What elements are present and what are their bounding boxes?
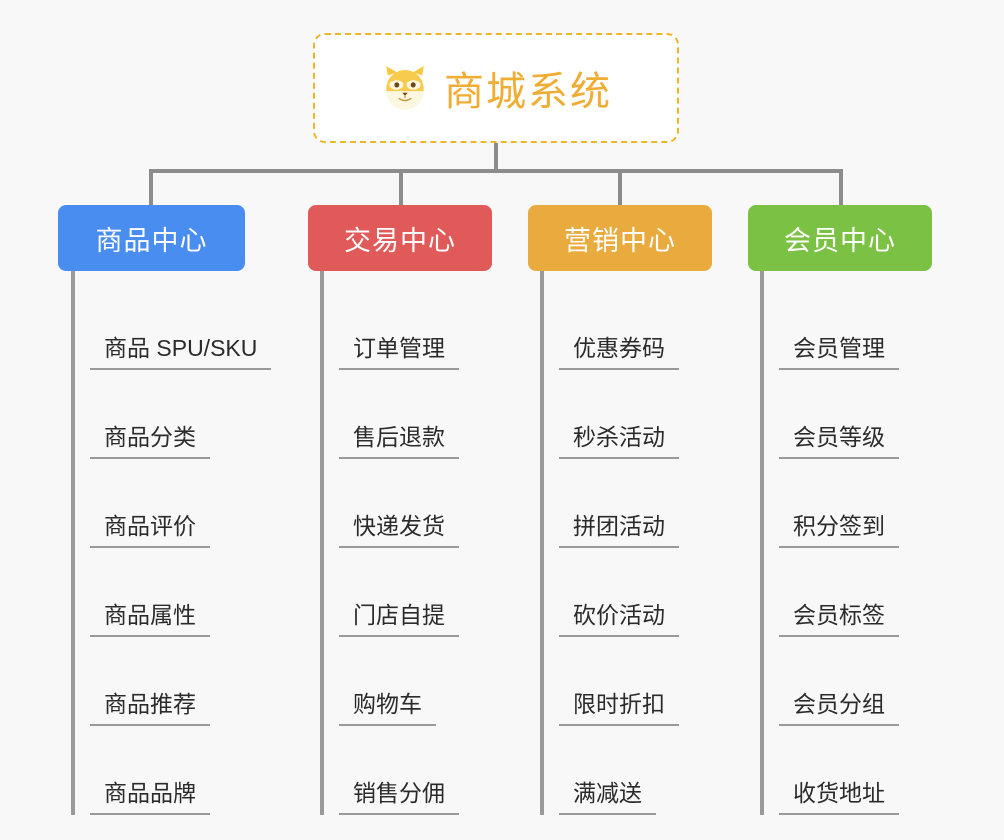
leaf-label: 会员管理: [779, 334, 899, 370]
list-item[interactable]: 积分签到: [779, 459, 935, 548]
leaf-label: 拼团活动: [559, 512, 679, 548]
leaf-label: 满减送: [559, 779, 656, 815]
leaf-label: 会员标签: [779, 601, 899, 637]
connector-drop-product-center: [149, 169, 153, 207]
category-header-member-center[interactable]: 会员中心: [748, 205, 932, 271]
list-item[interactable]: 商品评价: [90, 459, 245, 548]
list-item[interactable]: 销售分佣: [339, 726, 495, 815]
leaf-label: 收货地址: [779, 779, 899, 815]
leaf-label: 商品品牌: [90, 779, 210, 815]
leaf-label: 快递发货: [339, 512, 459, 548]
root-node[interactable]: 商城系统: [313, 33, 679, 143]
list-item[interactable]: 购物车: [339, 637, 495, 726]
list-item[interactable]: 商品品牌: [90, 726, 245, 815]
list-item[interactable]: 砍价活动: [559, 548, 715, 637]
category-header-trade-center[interactable]: 交易中心: [308, 205, 492, 271]
list-item[interactable]: 商品分类: [90, 370, 245, 459]
list-item[interactable]: 快递发货: [339, 459, 495, 548]
category-title: 商品中心: [95, 225, 208, 256]
list-item[interactable]: 秒杀活动: [559, 370, 715, 459]
list-item[interactable]: 商品推荐: [90, 637, 245, 726]
column-trade-center: 交易中心 订单管理 售后退款 快递发货 门店自提 购物车: [308, 205, 495, 815]
category-header-marketing-center[interactable]: 营销中心: [528, 205, 712, 271]
leaf-list-trade-center: 订单管理 售后退款 快递发货 门店自提 购物车 销售分佣: [320, 271, 495, 815]
leaf-label: 会员等级: [779, 423, 899, 459]
leaf-list-marketing-center: 优惠券码 秒杀活动 拼团活动 砍价活动 限时折扣 满减送: [540, 271, 715, 815]
leaf-label: 商品属性: [90, 601, 210, 637]
category-title: 会员中心: [784, 225, 896, 256]
connector-drop-member-center: [839, 169, 843, 207]
column-product-center: 商品中心 商品 SPU/SKU 商品分类 商品评价 商品属性 商品推荐: [58, 205, 272, 815]
list-item[interactable]: 会员管理: [779, 281, 935, 370]
dog-face-icon: [380, 63, 430, 113]
root-title: 商城系统: [444, 70, 612, 114]
leaf-label: 售后退款: [339, 423, 459, 459]
connector-horizontal-bus: [149, 169, 843, 173]
list-item[interactable]: 限时折扣: [559, 637, 715, 726]
list-item[interactable]: 满减送: [559, 726, 715, 815]
list-item[interactable]: 商品 SPU/SKU: [90, 281, 272, 370]
connector-root-stem: [494, 143, 498, 171]
leaf-label: 秒杀活动: [559, 423, 679, 459]
leaf-list-member-center: 会员管理 会员等级 积分签到 会员标签 会员分组 收货地址: [760, 271, 935, 815]
category-header-product-center[interactable]: 商品中心: [58, 205, 245, 271]
column-member-center: 会员中心 会员管理 会员等级 积分签到 会员标签 会员分组: [748, 205, 935, 815]
leaf-label: 购物车: [339, 690, 436, 726]
leaf-label: 砍价活动: [559, 601, 679, 637]
leaf-label: 销售分佣: [339, 779, 459, 815]
category-title: 交易中心: [344, 225, 456, 256]
list-item[interactable]: 收货地址: [779, 726, 935, 815]
leaf-label: 商品分类: [90, 423, 210, 459]
list-item[interactable]: 会员等级: [779, 370, 935, 459]
list-item[interactable]: 优惠券码: [559, 281, 715, 370]
list-item[interactable]: 订单管理: [339, 281, 495, 370]
category-title: 营销中心: [564, 225, 676, 256]
leaf-label: 商品评价: [90, 512, 210, 548]
leaf-list-product-center: 商品 SPU/SKU 商品分类 商品评价 商品属性 商品推荐 商品品牌: [71, 271, 272, 815]
list-item[interactable]: 售后退款: [339, 370, 495, 459]
list-item[interactable]: 会员标签: [779, 548, 935, 637]
leaf-label: 门店自提: [339, 601, 459, 637]
connector-drop-trade-center: [399, 169, 403, 207]
leaf-label: 商品 SPU/SKU: [90, 334, 272, 370]
leaf-label: 积分签到: [779, 512, 899, 548]
leaf-label: 会员分组: [779, 690, 899, 726]
column-marketing-center: 营销中心 优惠券码 秒杀活动 拼团活动 砍价活动 限时折扣: [528, 205, 715, 815]
list-item[interactable]: 会员分组: [779, 637, 935, 726]
list-item[interactable]: 商品属性: [90, 548, 245, 637]
list-item[interactable]: 拼团活动: [559, 459, 715, 548]
leaf-label: 优惠券码: [559, 334, 679, 370]
list-item[interactable]: 门店自提: [339, 548, 495, 637]
leaf-label: 限时折扣: [559, 690, 679, 726]
leaf-label: 订单管理: [339, 334, 459, 370]
leaf-label: 商品推荐: [90, 690, 210, 726]
connector-drop-marketing-center: [618, 169, 622, 207]
